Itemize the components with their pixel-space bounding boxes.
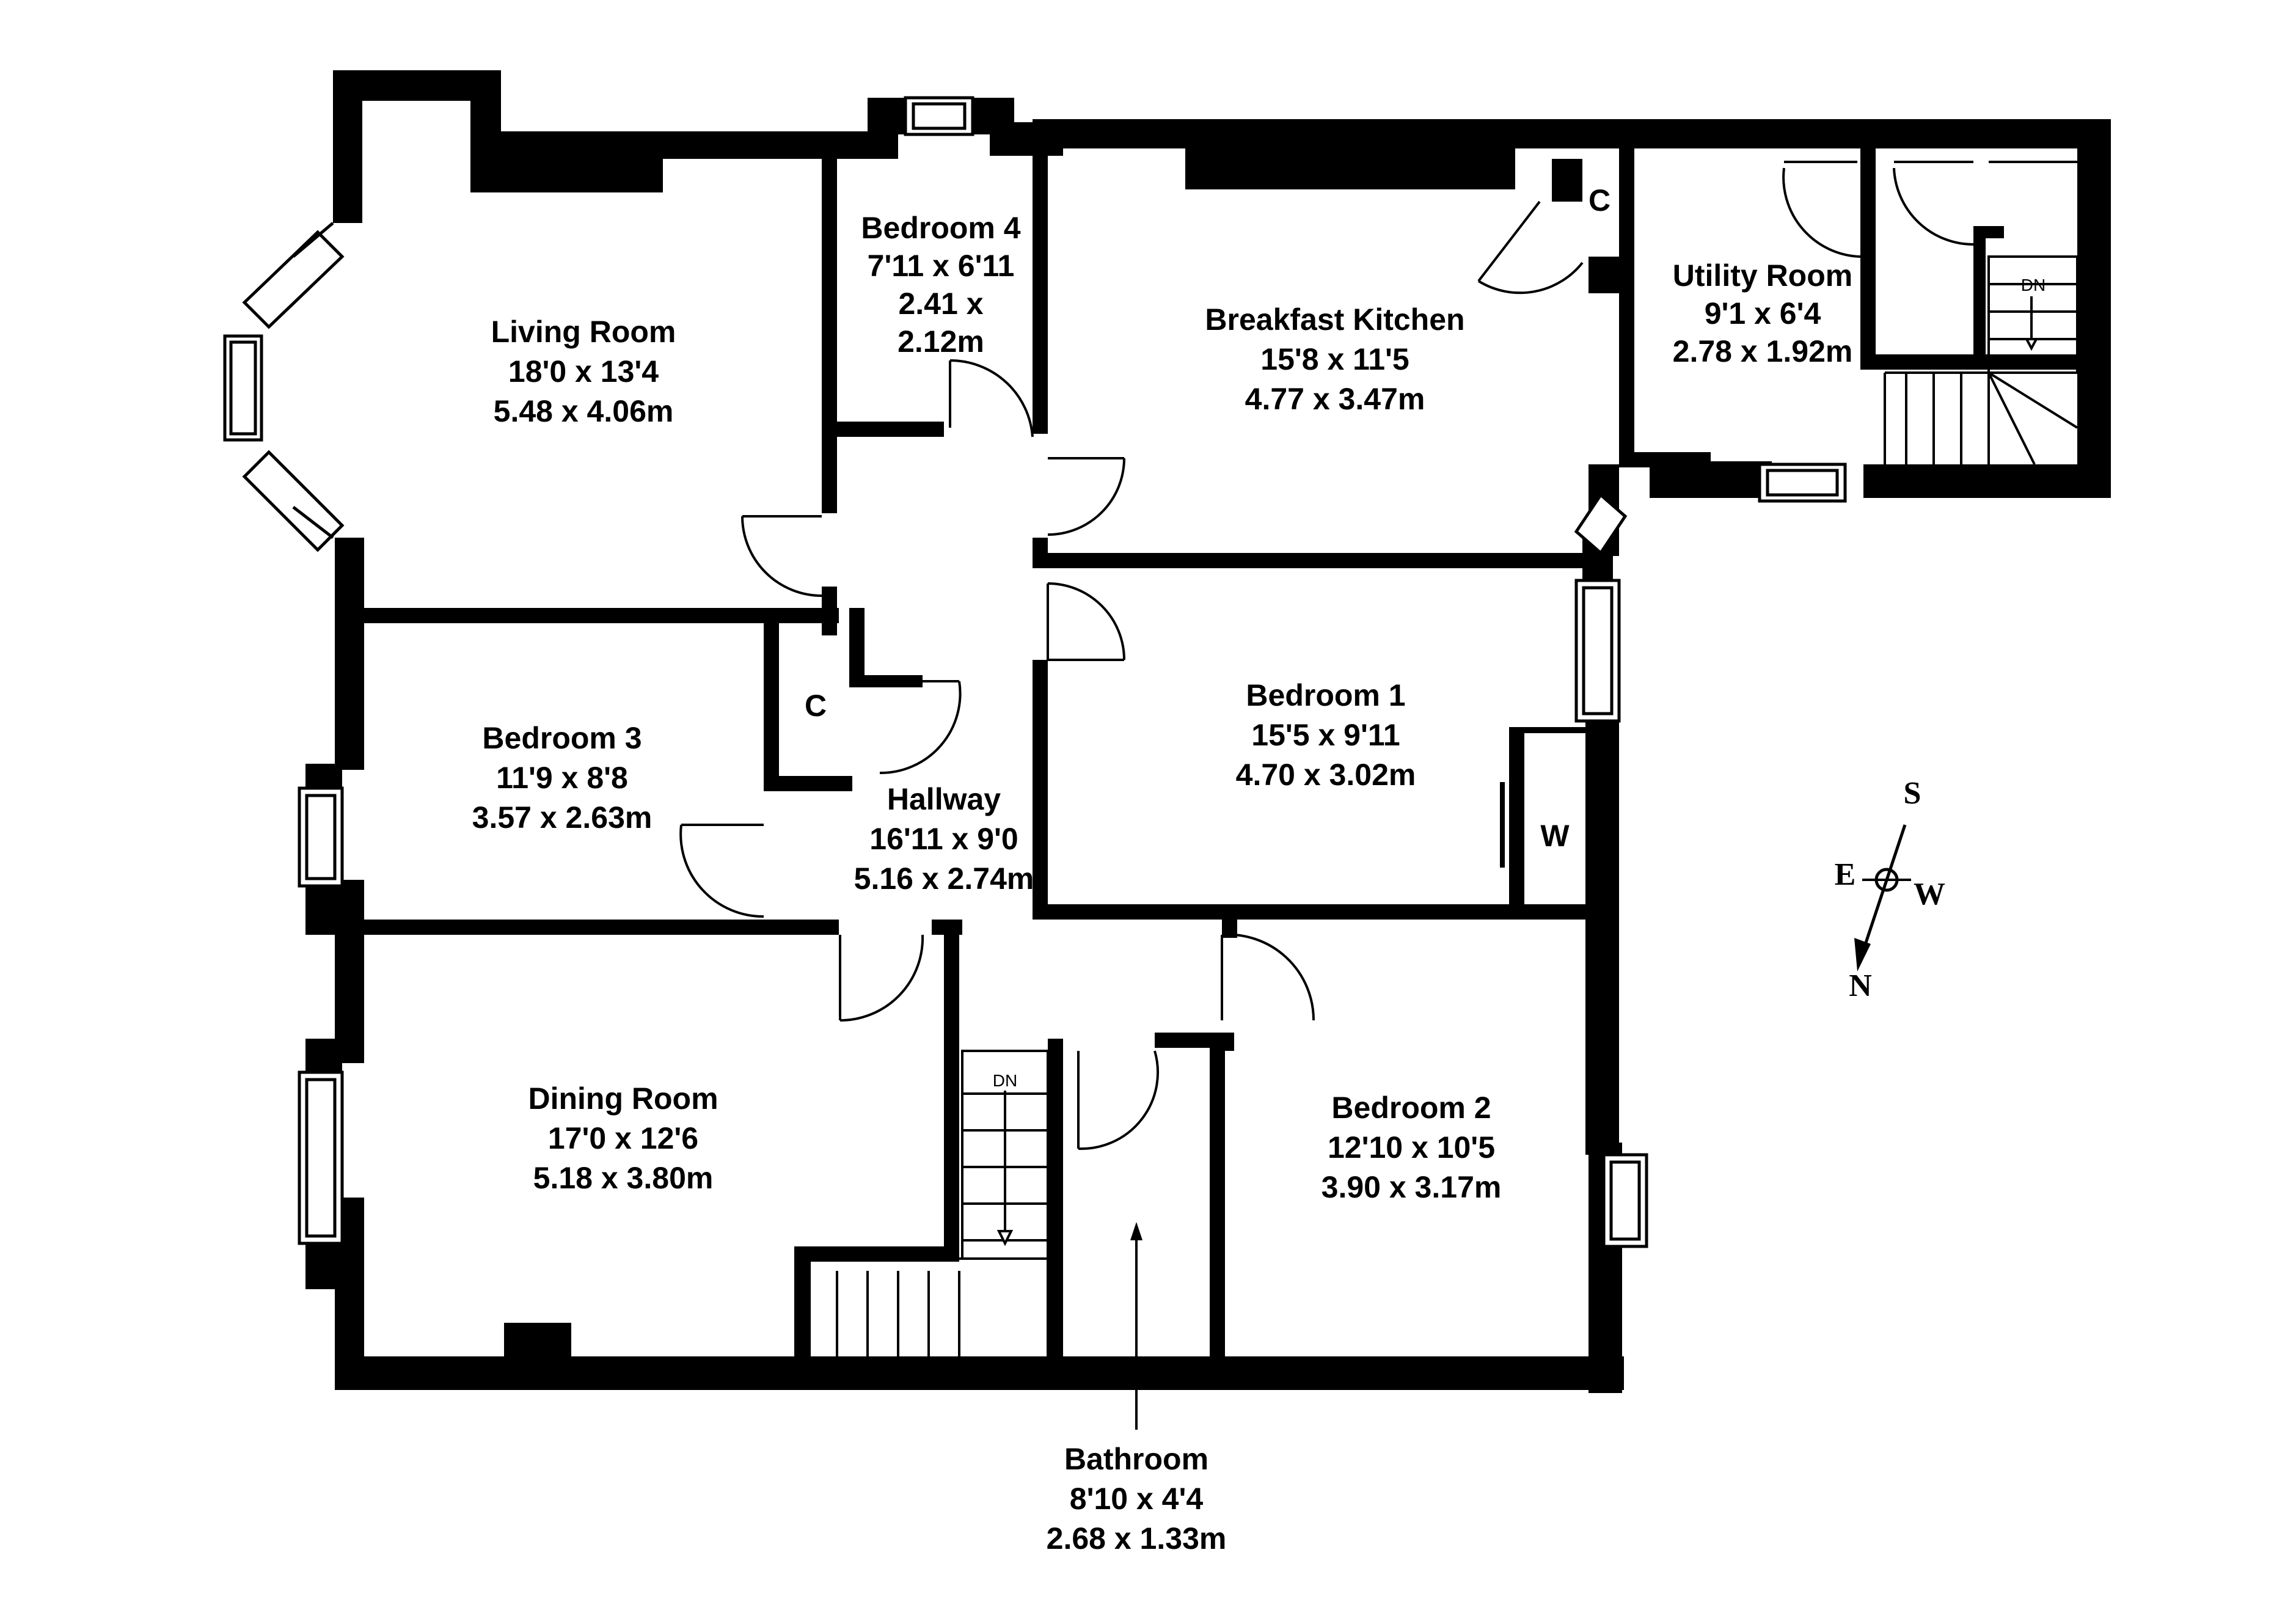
stairs-down-utility-label: DN: [2021, 276, 2046, 294]
bedroom-2-metric: 3.90 x 3.17m: [1322, 1170, 1502, 1204]
bedroom-3-metric: 3.57 x 2.63m: [472, 800, 653, 835]
living-room-name: Living Room: [491, 315, 676, 349]
hallway-name: Hallway: [887, 782, 1001, 816]
bedroom-4-metric-line2: 2.12m: [898, 324, 984, 359]
living-room-imperial: 18'0 x 13'4: [508, 354, 659, 389]
bedroom-1-imperial: 15'5 x 9'11: [1251, 718, 1400, 752]
bay-window-living-room: [223, 222, 345, 552]
compass-north-label: N: [1849, 968, 1872, 1003]
utility-room-metric: 2.78 x 1.92m: [1673, 334, 1853, 368]
stairs-utility: [1884, 255, 2078, 465]
bedroom-1-metric: 4.70 x 3.02m: [1236, 758, 1416, 792]
utility-room-name: Utility Room: [1673, 258, 1852, 293]
stairs-down-hall-label: DN: [993, 1071, 1017, 1090]
breakfast-kitchen-imperial: 15'8 x 11'5: [1260, 342, 1409, 376]
bedroom-1-name: Bedroom 1: [1246, 678, 1405, 712]
dining-room-metric: 5.18 x 3.80m: [533, 1161, 714, 1195]
bedroom-3-imperial: 11'9 x 8'8: [496, 761, 628, 795]
bedroom-4-imperial: 7'11 x 6'11: [868, 249, 1015, 283]
bathroom-pointer-arrow: [1130, 1222, 1142, 1430]
kitchen-cupboard-label: C: [1589, 183, 1610, 218]
wardrobe-label: W: [1540, 819, 1570, 853]
stairs-hall: [808, 1050, 1049, 1370]
hallway-metric: 5.16 x 2.74m: [854, 861, 1034, 896]
compass-west-label: W: [1914, 877, 1945, 912]
compass-south-label: S: [1904, 776, 1921, 811]
dining-room-name: Dining Room: [528, 1081, 718, 1116]
bathroom-metric: 2.68 x 1.33m: [1047, 1521, 1227, 1556]
utility-room-imperial: 9'1 x 6'4: [1705, 296, 1821, 331]
room-labels: Living Room 18'0 x 13'4 5.48 x 4.06m Bed…: [472, 211, 1853, 1556]
living-room-metric: 5.48 x 4.06m: [494, 394, 674, 428]
windows: [298, 96, 1847, 1248]
dining-room-imperial: 17'0 x 12'6: [548, 1121, 698, 1155]
hallway-imperial: 16'11 x 9'0: [869, 822, 1018, 856]
chimney-breasts: [501, 131, 660, 1369]
bathroom-imperial: 8'10 x 4'4: [1070, 1482, 1204, 1516]
hall-cupboard-label: C: [805, 689, 827, 723]
bedroom-4-metric-line1: 2.41 x: [898, 287, 983, 321]
markers: C C W DN DN: [805, 183, 2046, 1090]
compass-east-label: E: [1835, 857, 1856, 892]
bathroom-name: Bathroom: [1064, 1442, 1208, 1476]
breakfast-kitchen-metric: 4.77 x 3.47m: [1245, 382, 1425, 416]
bedroom-2-name: Bedroom 2: [1331, 1091, 1491, 1125]
bedroom-2-imperial: 12'10 x 10'5: [1328, 1130, 1495, 1165]
bedroom-4-name: Bedroom 4: [861, 211, 1020, 245]
bedroom-3-name: Bedroom 3: [482, 721, 642, 755]
breakfast-kitchen-name: Breakfast Kitchen: [1205, 302, 1464, 337]
compass-rose: S E W N: [1835, 776, 1945, 1003]
doors: [679, 161, 2077, 1150]
